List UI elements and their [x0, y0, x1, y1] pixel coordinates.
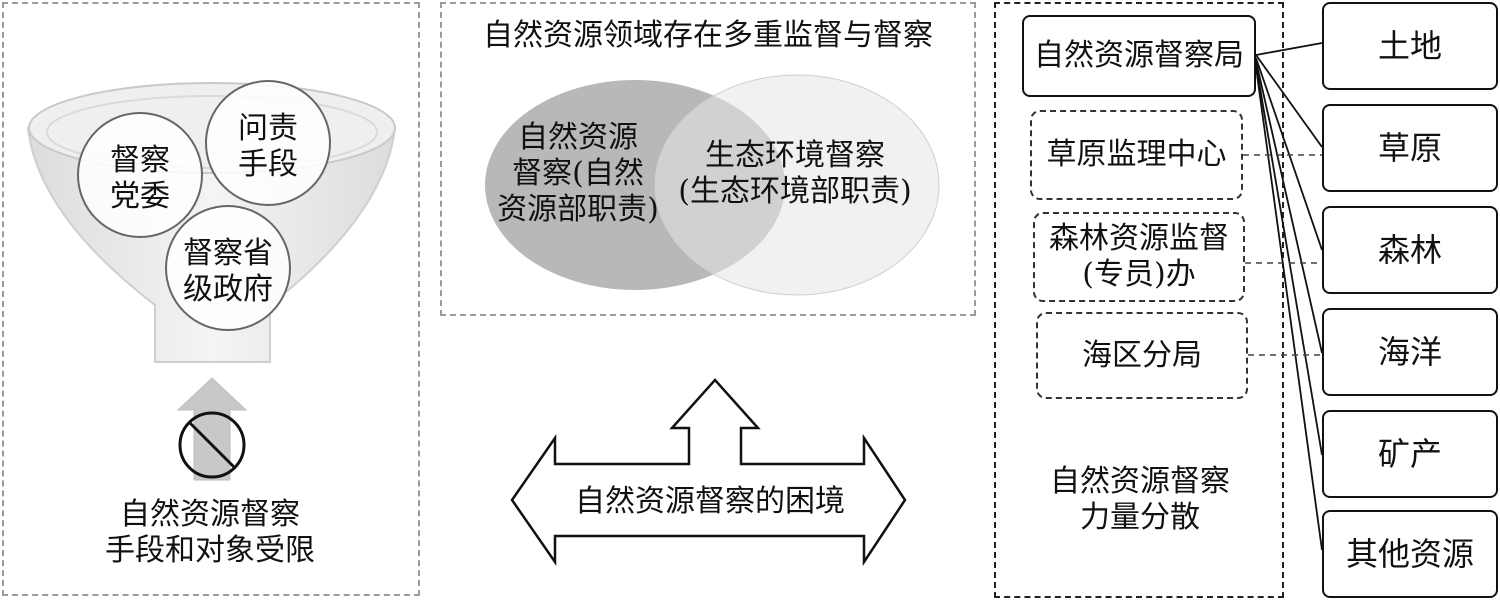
resource-grassland: 草原 — [1322, 104, 1498, 192]
sea-branch-box: 海区分局 — [1036, 312, 1248, 399]
dilemma-label: 自然资源督察的困境 — [575, 484, 845, 519]
supervision-bureau-box: 自然资源督察局 — [1022, 15, 1256, 97]
venn-right-text: 生态环境督察 (生态环境部职责) — [678, 138, 912, 209]
resource-other: 其他资源 — [1322, 510, 1498, 598]
left-caption: 自然资源督察 手段和对象受限 — [105, 497, 315, 568]
venn-left-text: 自然资源 督察(自然 资源部职责) — [497, 120, 659, 227]
left-panel — [2, 2, 420, 596]
funnel-graphic — [26, 80, 397, 481]
circle-accountability — [205, 80, 331, 206]
middle-title: 自然资源领域存在多重监督与督察 — [483, 18, 933, 53]
right-caption: 自然资源督察 力量分散 — [1050, 464, 1230, 535]
grassland-center-box: 草原监理中心 — [1030, 110, 1243, 200]
venn-right-ellipse — [654, 74, 940, 296]
circle-party-committee — [77, 112, 203, 238]
prohibited-icon — [178, 411, 246, 479]
resource-mineral: 矿产 — [1322, 410, 1498, 498]
circle-text-accountability: 问责 手段 — [238, 111, 298, 182]
resource-land: 土地 — [1322, 2, 1498, 90]
circle-text-provincial: 督察省 级政府 — [183, 236, 273, 307]
up-arrow-gray — [176, 377, 248, 481]
right-panel — [994, 2, 1284, 598]
circle-provincial-gov — [165, 205, 291, 331]
middle-panel — [440, 2, 976, 316]
resource-ocean: 海洋 — [1322, 308, 1498, 396]
circle-text-party: 督察 党委 — [110, 143, 170, 214]
resource-forest: 森林 — [1322, 206, 1498, 294]
forest-office-box: 森林资源监督 (专员)办 — [1033, 212, 1245, 302]
